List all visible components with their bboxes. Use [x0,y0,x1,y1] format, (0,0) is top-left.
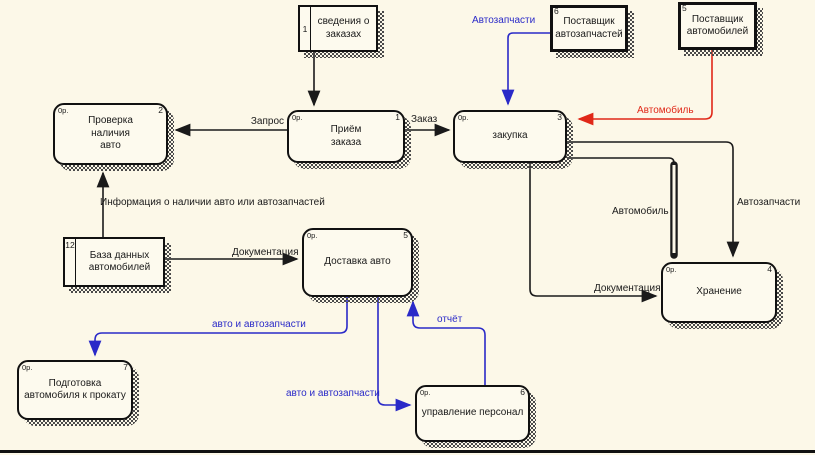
process-label: закупка [492,130,528,142]
flow-cars-parts-to-staff-line[interactable] [377,297,412,412]
flow-label-car-supply[interactable]: Автомобиль [637,105,694,116]
process-cost: 0р. [666,265,677,274]
flow-docs-to-storage-line[interactable] [529,163,658,303]
process-podgotovka-avtomobilya-k-prokatu[interactable]: Подготовка автомобиля к прокату 0р. 7 [17,360,139,426]
frame-bottom-border [0,450,815,453]
external-number: 6 [554,6,559,16]
process-label: Доставка авто [324,256,391,268]
process-priem-zakaza[interactable]: Приём заказа 0р. 1 [287,110,411,169]
process-label: Подготовка автомобиля к прокату [24,377,126,402]
process-number: 5 [403,230,408,240]
process-label: Хранение [696,286,742,298]
flow-parts-supply-line[interactable] [501,32,550,106]
external-label: Поставщик автозапчастей [555,16,623,40]
flow-label-cars-parts-to-staff[interactable]: авто и автозапчасти [286,388,380,399]
flow-label-docs-to-storage[interactable]: Документация [594,283,661,294]
flow-label-availability-info[interactable]: Информация о наличии авто или автозапчас… [100,197,325,208]
flow-report-line[interactable] [406,300,486,385]
process-label: Проверка наличия авто [88,115,133,152]
flow-label-report[interactable]: отчёт [437,314,463,325]
process-number: 6 [520,387,525,397]
flow-label-cars-parts-to-prepare[interactable]: авто и автозапчасти [212,319,306,330]
process-label: управление персонал [421,407,524,419]
datastore-number: 12 [65,239,76,285]
process-cost: 0р. [307,231,318,240]
process-cost: 0р. [292,113,303,122]
datastore-label: сведения о заказах [317,16,370,40]
flow-label-car-to-storage[interactable]: Автомобиль [612,206,669,217]
flow-label-request[interactable]: Запрос [250,116,284,127]
process-number: 4 [767,264,772,274]
flow-car-to-storage-line[interactable] [567,157,675,167]
process-upravlenie-personal[interactable]: управление персонал 0р. 6 [415,385,536,448]
external-postavshik-avtomobiley[interactable]: Поставщик автомобилей 5 [678,2,763,56]
flow-label-order[interactable]: Заказ [411,114,438,125]
process-cost: 0р. [420,388,431,397]
process-number: 1 [395,112,400,122]
process-zakupka[interactable]: закупка 0р. 3 [453,110,573,169]
external-postavshik-avtozapchastey[interactable]: Поставщик автозапчастей 6 [550,5,634,58]
external-number: 5 [682,3,687,13]
flow-label-docs-to-delivery[interactable]: Документация [232,247,299,258]
flow-label-parts-supply[interactable]: Автозапчасти [472,15,536,26]
process-number: 7 [123,362,128,372]
datastore-number: 1 [300,7,311,50]
process-cost: 0р. [22,363,33,372]
process-hranenie[interactable]: Хранение 0р. 4 [661,262,783,329]
process-label: Приём заказа [330,124,362,148]
process-number: 3 [557,112,562,122]
process-number: 2 [158,105,163,115]
flow-label-parts-to-storage[interactable]: Автозапчасти [737,197,801,208]
process-dostavka-avto[interactable]: Доставка авто 0р. 5 [302,228,419,303]
process-cost: 0р. [58,106,69,115]
datastore-label: База данных автомобилей [88,249,151,274]
flow-cars-parts-to-prepare-line[interactable] [88,297,348,357]
process-cost: 0р. [458,113,469,122]
flow-car-supply-line[interactable] [577,50,713,126]
flow-parts-to-storage-line[interactable] [567,141,740,258]
external-label: Поставщик автомобилей [686,13,749,38]
datastore-baza-dannyh-avtomobiley[interactable]: 12 База данных автомобилей [63,237,171,293]
datastore-svedeniya-o-zakazah[interactable]: 1 сведения о заказах [298,5,384,58]
process-proverka-nalichiya-avto[interactable]: Проверка наличия авто 0р. 2 [53,103,174,171]
